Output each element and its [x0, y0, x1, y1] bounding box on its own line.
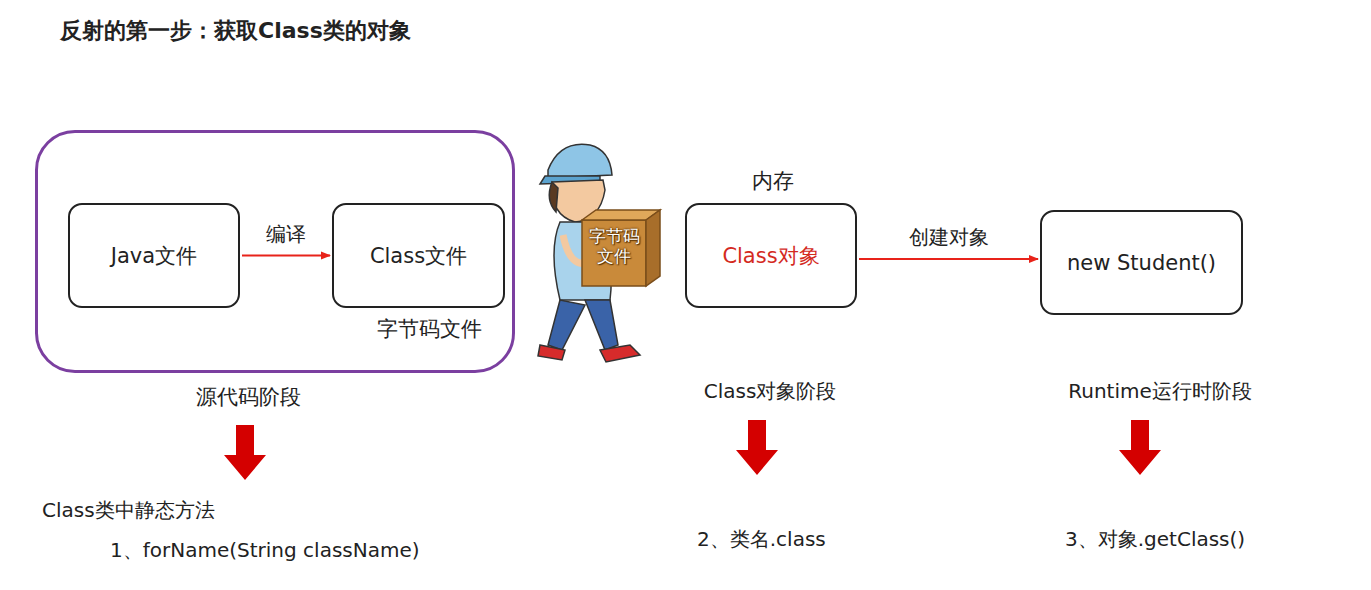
method-item: 1、forName(String className) [110, 537, 420, 564]
process-box: Class对象内存 [685, 203, 857, 308]
edge-label: 编译 [266, 221, 306, 248]
node-text: Class文件 [370, 242, 467, 270]
stage-label: Runtime运行时阶段 [1068, 378, 1252, 405]
down-arrows [224, 420, 1161, 480]
node-heading: 内存 [752, 167, 794, 195]
method-heading: Class类中静态方法 [42, 497, 215, 524]
process-box: Java文件 [68, 203, 240, 308]
method-item: 3、对象.getClass() [1065, 526, 1245, 553]
porter-figure [538, 144, 660, 362]
edge-label: 创建对象 [909, 224, 989, 251]
arrow-connector [859, 258, 1038, 260]
process-box: new Student() [1040, 210, 1243, 315]
node-heading: 源代码阶段 [196, 383, 301, 411]
stage-group: 源代码阶段Java文件Class文件字节码文件 [35, 130, 515, 373]
node-text: new Student() [1067, 251, 1216, 275]
node-text: Java文件 [111, 242, 197, 270]
node-heading: 字节码文件 [377, 315, 482, 343]
stage-label: Class对象阶段 [704, 378, 837, 405]
arrow-connector [242, 255, 330, 257]
title: 反射的第一步：获取Class类的对象 [60, 16, 411, 46]
process-box: Class文件字节码文件 [332, 203, 505, 308]
node-text: Class对象 [722, 242, 819, 270]
method-item: 2、类名.class [697, 526, 826, 553]
box-caption: 字节码文件 [587, 226, 641, 267]
